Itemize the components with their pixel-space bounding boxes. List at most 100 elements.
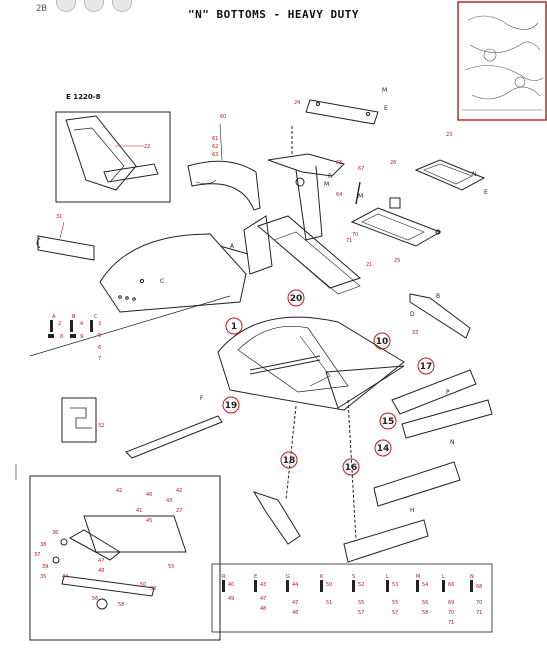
svg-text:47: 47: [292, 600, 298, 606]
svg-text:6: 6: [98, 345, 101, 351]
part-25-plate: [350, 207, 442, 247]
svg-text:68: 68: [476, 584, 482, 590]
callout-1: 1: [231, 322, 237, 332]
svg-text:B: B: [436, 293, 440, 300]
svg-text:48: 48: [292, 610, 298, 616]
svg-text:M: M: [324, 181, 329, 188]
svg-text:44: 44: [292, 582, 298, 588]
callout-20: 20: [290, 294, 303, 304]
callout-19: 19: [225, 401, 238, 411]
svg-text:M: M: [416, 574, 420, 580]
svg-text:54: 54: [422, 582, 428, 588]
svg-text:4: 4: [80, 321, 83, 327]
svg-text:D: D: [410, 311, 415, 318]
svg-text:49: 49: [228, 596, 234, 602]
moldboard-plate: [99, 233, 247, 313]
svg-text:70: 70: [476, 600, 482, 606]
pn-64: 64: [336, 192, 342, 198]
main-share-point: [325, 365, 405, 409]
svg-text:3: 3: [98, 321, 101, 327]
pn-26: 26: [390, 160, 396, 166]
pn-62: 62: [212, 144, 218, 150]
svg-text:30: 30: [150, 586, 156, 592]
landside-a: [243, 215, 273, 275]
part-32-box: [61, 397, 97, 443]
svg-text:A: A: [230, 243, 235, 250]
svg-text:58: 58: [422, 610, 428, 616]
share-17: [391, 369, 477, 415]
pn-23: 23: [446, 132, 452, 138]
svg-text:43: 43: [260, 582, 266, 588]
callout-17: 17: [420, 362, 433, 372]
svg-text:71: 71: [476, 610, 482, 616]
brace-19: [125, 415, 223, 459]
svg-text:N: N: [450, 439, 455, 446]
inset-box-bracket: [29, 475, 221, 641]
pn-25: 25: [394, 258, 400, 264]
svg-text:P: P: [446, 389, 450, 396]
part-31-bar: [37, 235, 95, 261]
svg-text:E: E: [484, 189, 488, 196]
pn-61: 61: [212, 136, 218, 142]
svg-text:C: C: [94, 314, 98, 320]
svg-text:50: 50: [326, 582, 332, 588]
svg-text:E: E: [254, 574, 257, 580]
svg-text:53: 53: [392, 582, 398, 588]
inset-moldboard: [65, 115, 137, 191]
svg-text:A: A: [52, 314, 56, 320]
svg-text:50: 50: [140, 582, 146, 588]
pn-24: 24: [294, 100, 300, 106]
svg-text:N: N: [470, 574, 474, 580]
pn-21: 21: [366, 262, 372, 268]
svg-text:L: L: [442, 574, 445, 580]
svg-text:43: 43: [166, 498, 172, 504]
svg-text:8: 8: [60, 334, 63, 340]
svg-text:K: K: [320, 574, 324, 580]
svg-text:41: 41: [136, 508, 142, 514]
callout-10: 10: [376, 337, 389, 347]
svg-text:N: N: [472, 171, 477, 178]
inset-bracket-plate: [83, 515, 187, 553]
svg-text:F: F: [200, 395, 204, 402]
svg-text:M: M: [358, 193, 363, 200]
shin-right: [409, 293, 471, 339]
share-16: [343, 519, 429, 563]
pn-63: 63: [212, 152, 218, 158]
part-26-nut: [389, 197, 401, 209]
pn-67: 67: [358, 166, 364, 172]
moldboard-top: [187, 160, 261, 211]
page-title: "N" BOTTOMS - HEAVY DUTY: [188, 8, 359, 21]
svg-text:47: 47: [98, 558, 104, 564]
svg-text:56: 56: [92, 596, 98, 602]
part-23-plate: [414, 159, 486, 191]
svg-text:42: 42: [176, 488, 182, 494]
part-number-labels: 22 24 23 26 65 67 64 25 70 71 21 31 60 6…: [56, 100, 452, 429]
svg-text:B: B: [72, 314, 76, 320]
pn-60: 60: [220, 114, 226, 120]
inset-arm: [68, 529, 121, 561]
svg-text:52: 52: [358, 582, 364, 588]
svg-text:7: 7: [98, 356, 101, 362]
svg-text:45: 45: [146, 518, 152, 524]
brace-18: [252, 491, 301, 545]
letter-labels: CAE ENR MBD FNP HMM: [160, 87, 488, 514]
pn-32: 32: [98, 423, 104, 429]
thumbnail-frame: [457, 1, 547, 121]
hardware-bottom-glyphs: [222, 580, 473, 592]
callout-labels: 1 20 10 17 19 15 14 18 16: [225, 294, 433, 473]
svg-text:S: S: [352, 574, 355, 580]
svg-text:46: 46: [146, 492, 152, 498]
callout-18: 18: [283, 456, 296, 466]
svg-text:47: 47: [260, 596, 266, 602]
hardware-frame: [211, 563, 493, 633]
pn-65: 65: [336, 160, 342, 166]
svg-text:H: H: [410, 507, 415, 514]
svg-text:R: R: [328, 173, 332, 180]
figure-code: E 1220-8: [66, 93, 101, 101]
pn-70: 70: [352, 232, 358, 238]
svg-text:R: R: [222, 574, 226, 580]
hardware-left-glyphs: [48, 320, 93, 338]
pn-22: 22: [144, 144, 150, 150]
